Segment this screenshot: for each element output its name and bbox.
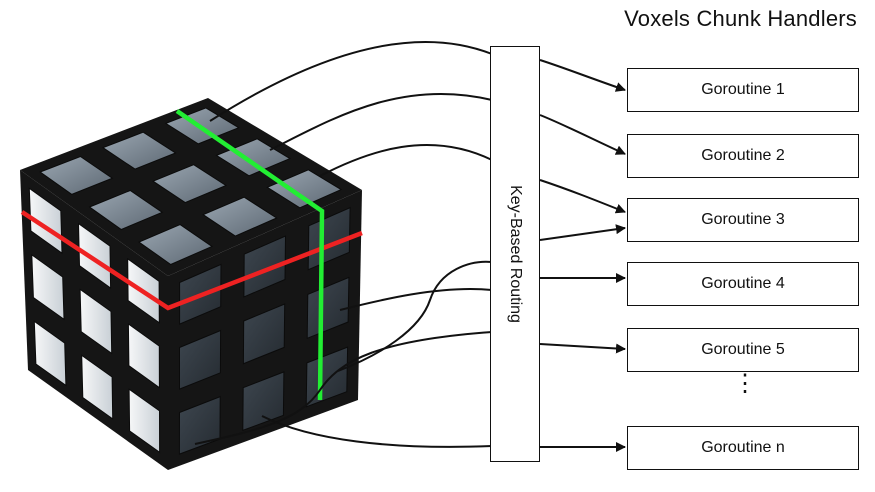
cube-top-tile — [39, 155, 114, 195]
more-goroutines-ellipsis: ⋮ — [733, 370, 757, 397]
cube-left-tile — [127, 323, 160, 389]
goroutine-box-2: Goroutine 2 — [627, 134, 859, 178]
cube-right-tile — [305, 346, 349, 408]
input-route-2 — [269, 92, 493, 151]
cube-top-tile — [152, 164, 228, 204]
cube-top-tile — [138, 224, 214, 266]
cube-right-tile — [242, 303, 286, 365]
arrow-to-goroutine-5 — [539, 343, 626, 354]
cube-left-tile — [33, 320, 67, 387]
cube-right-tile — [306, 276, 350, 340]
cube-top-tile — [266, 169, 343, 209]
voxel-cube — [20, 98, 362, 470]
goroutine-box-3: Goroutine 3 — [627, 198, 859, 242]
input-route-6 — [194, 331, 493, 445]
goroutine-box-4: Goroutine 4 — [627, 262, 859, 306]
cube-left-tile — [31, 253, 65, 321]
goroutine-box-n: Goroutine n — [627, 426, 859, 470]
cube-left-tile — [81, 354, 114, 420]
arrow-to-goroutine-3b — [539, 224, 626, 241]
cube-top-tile — [88, 189, 164, 231]
cube-right-tile — [179, 329, 222, 390]
input-route-1 — [209, 41, 493, 122]
red-slice-line — [20, 210, 363, 311]
cube-left-tile — [128, 388, 161, 454]
cube-right-tile — [242, 371, 285, 432]
goroutine-box-5: Goroutine 5 — [627, 328, 859, 372]
cube-tiles — [28, 107, 351, 455]
input-route-3 — [319, 143, 493, 177]
arrow-to-goroutine-3 — [539, 179, 626, 214]
input-routes — [194, 41, 493, 448]
cube-right-tile — [243, 235, 287, 298]
arrow-to-goroutine-1 — [539, 59, 626, 92]
router-label: Key-Based Routing — [507, 185, 524, 323]
input-route-4 — [339, 288, 493, 311]
key-based-routing-box: Key-Based Routing — [490, 46, 540, 462]
cube-top-tile — [101, 131, 177, 170]
cube-top-tile — [202, 196, 278, 237]
arrow-to-goroutine-2 — [539, 114, 626, 155]
goroutine-box-1: Goroutine 1 — [627, 68, 859, 112]
input-route-5 — [337, 260, 493, 372]
input-route-7 — [261, 415, 493, 448]
cube-left-tile — [79, 288, 113, 355]
output-routes — [539, 59, 626, 452]
diagram-title: Voxels Chunk Handlers — [624, 6, 857, 31]
green-slice-line — [175, 109, 325, 401]
cube-top-tile — [215, 138, 291, 177]
